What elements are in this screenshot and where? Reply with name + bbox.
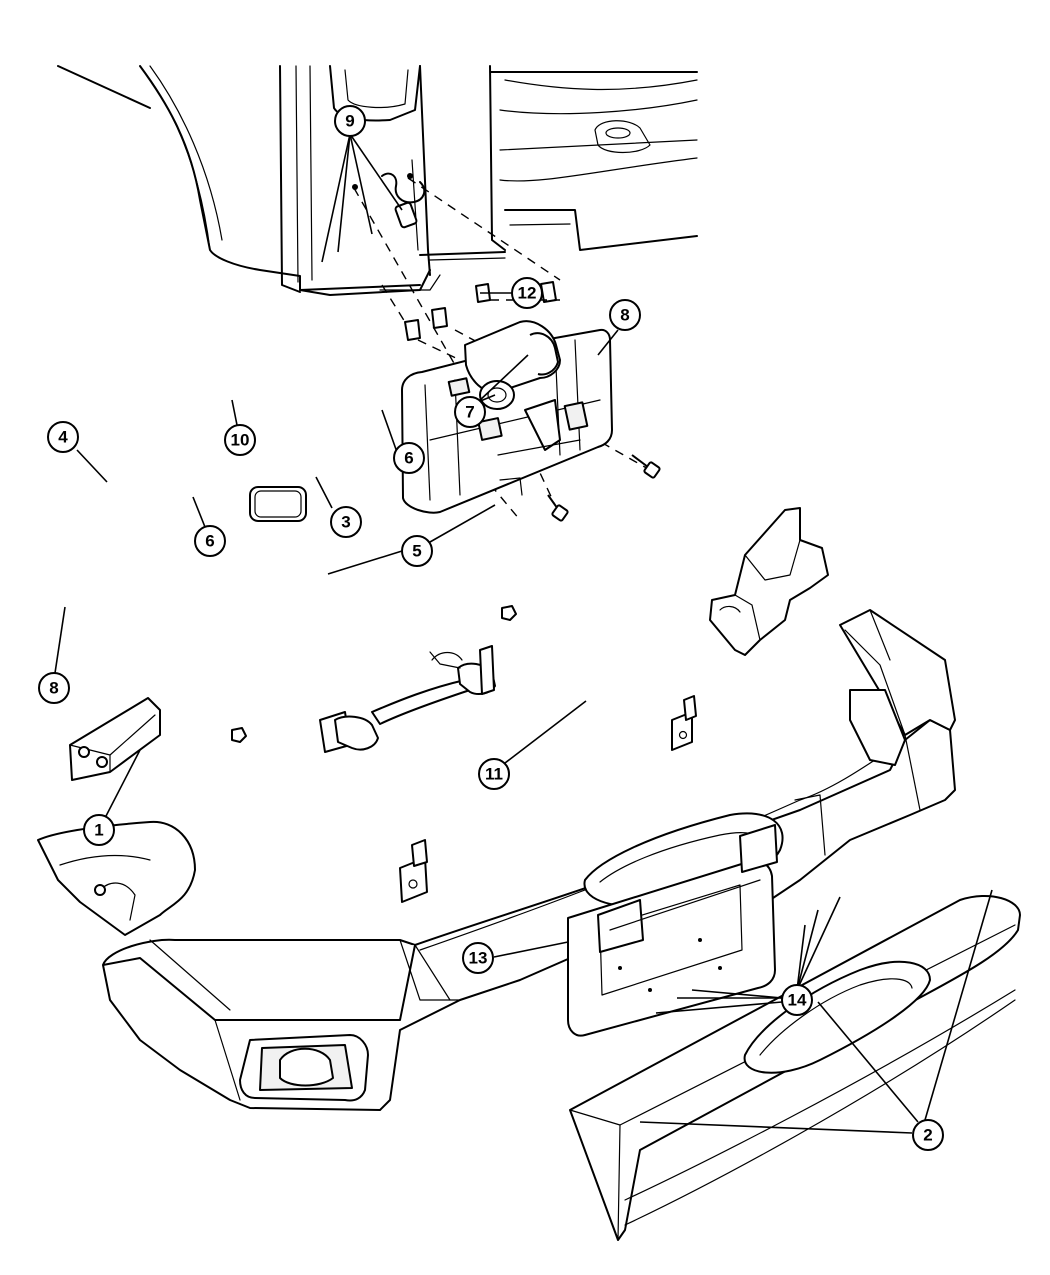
callout-8-upper: 8	[609, 299, 641, 331]
clip-plates	[399, 695, 697, 903]
callout-8-lower: 8	[38, 672, 70, 704]
license-lamp-harness	[319, 645, 496, 753]
callout-2: 2	[912, 1119, 944, 1151]
nuts	[231, 605, 517, 743]
svg-text:10: 10	[231, 431, 250, 450]
svg-text:4: 4	[58, 428, 68, 447]
callout-12: 12	[511, 277, 543, 309]
callout-10: 10	[224, 424, 256, 456]
svg-text:8: 8	[49, 679, 58, 698]
callout-6-right: 6	[393, 442, 425, 474]
svg-text:6: 6	[404, 449, 413, 468]
callout-9: 9	[334, 105, 366, 137]
svg-text:11: 11	[485, 765, 503, 784]
right-bumper-bracket	[709, 507, 829, 656]
hitch-bracket-assembly	[401, 320, 613, 514]
svg-text:3: 3	[341, 513, 350, 532]
callout-13: 13	[462, 942, 494, 974]
svg-text:5: 5	[412, 542, 421, 561]
svg-text:12: 12	[518, 284, 537, 303]
callout-3: 3	[330, 506, 362, 538]
callout-4: 4	[47, 421, 79, 453]
reflector-lens	[249, 486, 307, 522]
callout-6-left: 6	[194, 525, 226, 557]
callout-7: 7	[454, 396, 486, 428]
callout-11: 11	[478, 758, 510, 790]
svg-text:6: 6	[205, 532, 214, 551]
bolts	[547, 454, 661, 522]
bumper-step-pad	[569, 895, 1021, 1241]
svg-text:13: 13	[469, 949, 488, 968]
svg-text:1: 1	[94, 821, 103, 840]
vehicle-rear-body	[57, 65, 698, 296]
svg-text:8: 8	[620, 306, 629, 325]
svg-text:2: 2	[923, 1126, 932, 1145]
callout-5: 5	[401, 535, 433, 567]
svg-text:14: 14	[788, 991, 807, 1010]
callout-1: 1	[83, 814, 115, 846]
svg-text:9: 9	[345, 112, 354, 131]
callout-14: 14	[781, 984, 813, 1016]
left-bumper-bracket	[37, 697, 196, 936]
rear-bumper	[102, 609, 956, 1111]
leader-lines	[54, 133, 993, 1134]
svg-text:7: 7	[465, 403, 474, 422]
